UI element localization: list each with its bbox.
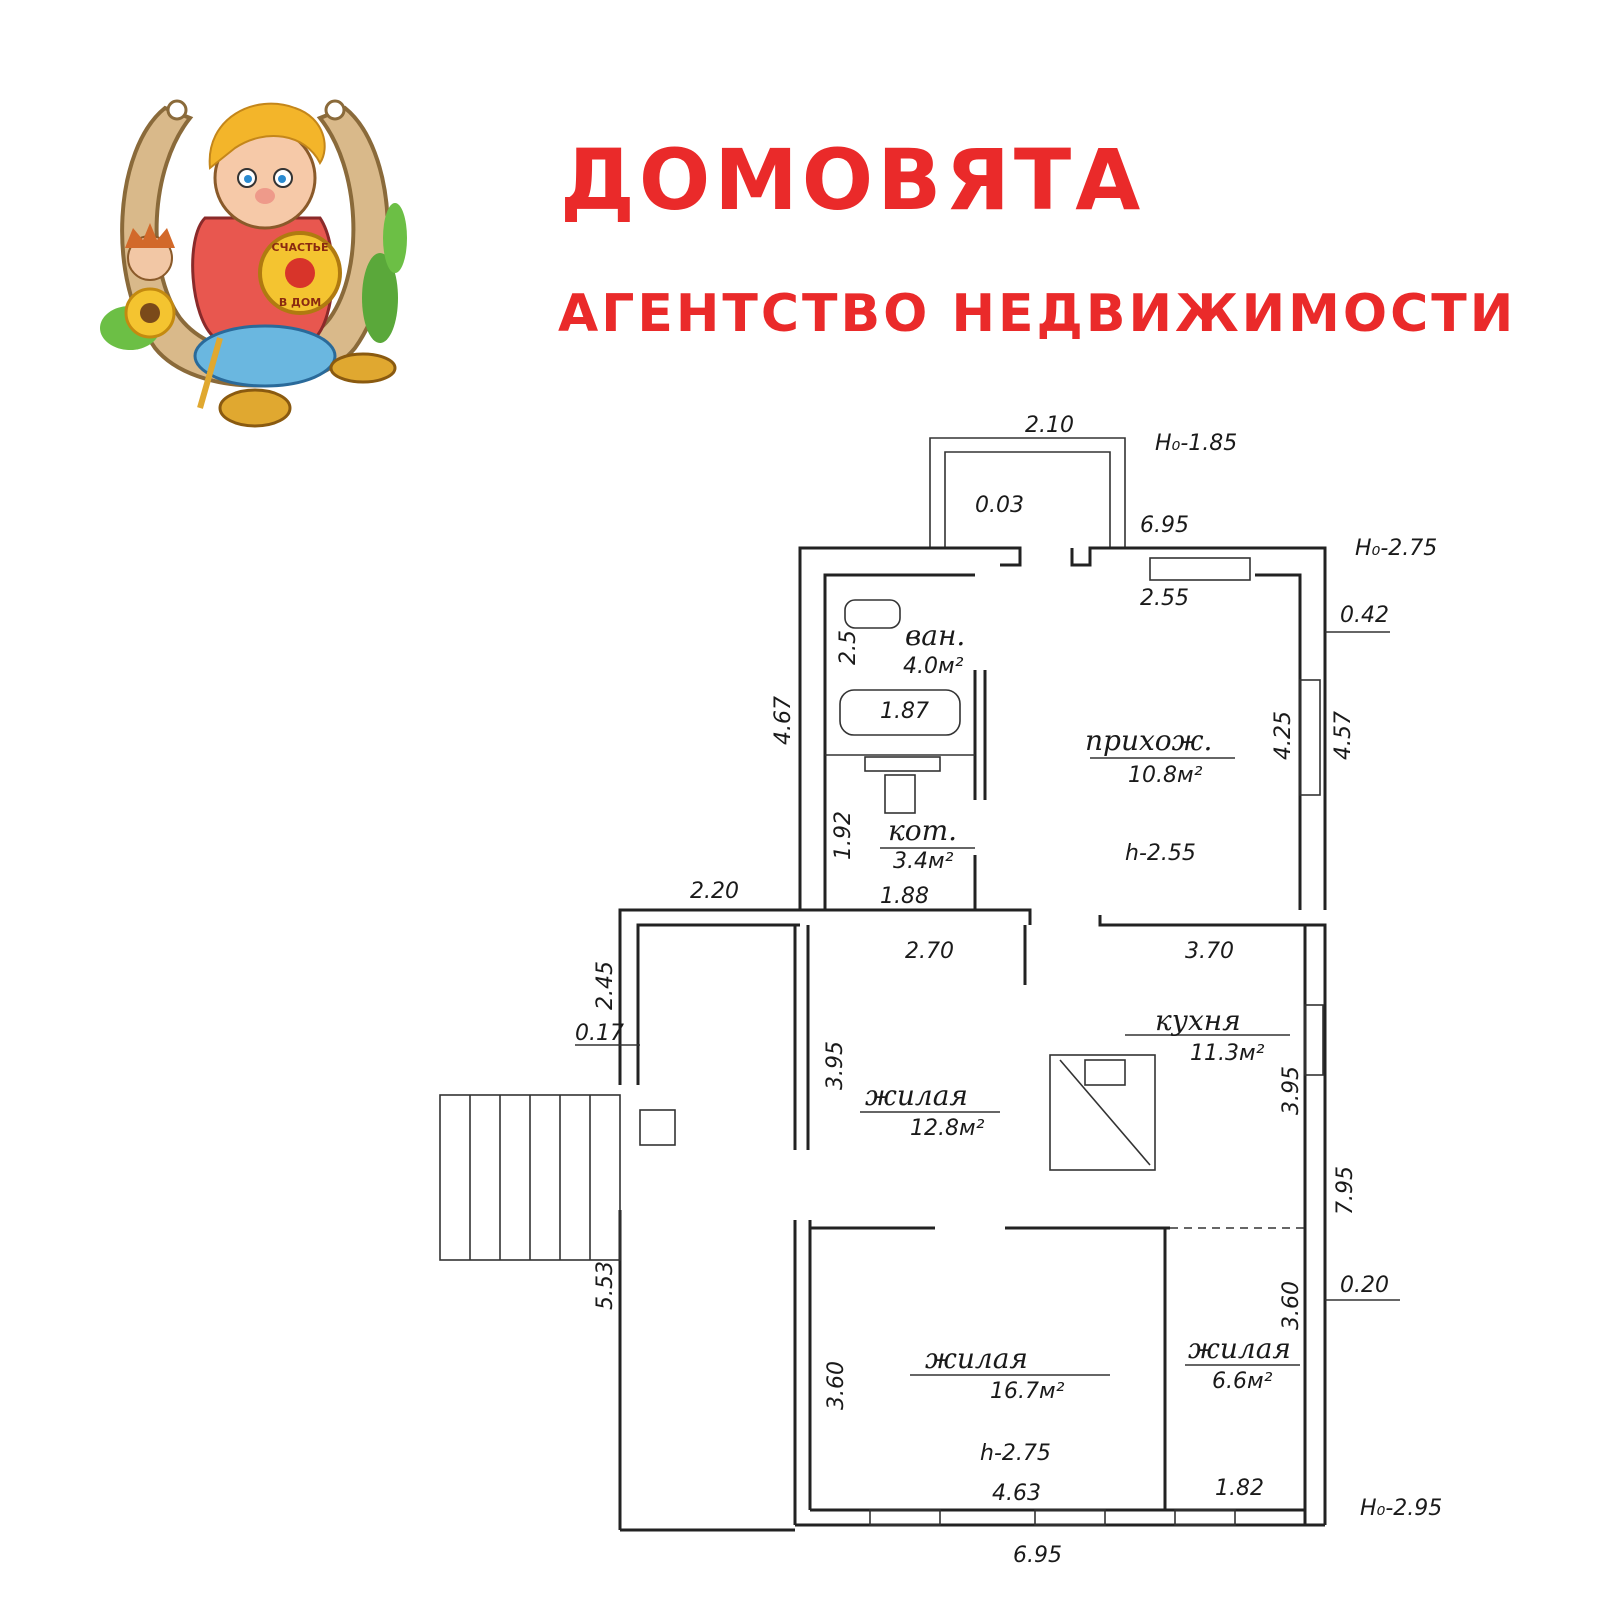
dim-kitchen-top: 3.70 — [1185, 939, 1234, 964]
dim-living2-height: 3.60 — [824, 1361, 849, 1410]
character-pupil — [278, 175, 286, 183]
wall-top-left — [798, 546, 1022, 910]
veranda-stove — [639, 1109, 676, 1146]
toilet-icon — [844, 599, 901, 629]
dim-left-wing-height: 2.45 — [593, 961, 618, 1010]
small-character-hair — [125, 223, 175, 248]
room-area-living1: 12.8м² — [910, 1116, 985, 1141]
dim-wall-017: 0.17 — [575, 1021, 624, 1046]
agency-logo: СЧАСТЬЕ В ДОМ — [100, 99, 407, 428]
room-height-living2: h-2.75 — [980, 1441, 1051, 1466]
room-area-bath: 4.0м² — [903, 654, 964, 679]
window-bottom — [1034, 1509, 1106, 1526]
character-pupil — [244, 175, 252, 183]
dim-bath-width: 1.87 — [880, 699, 929, 724]
dim-wall-020: 0.20 — [1340, 1273, 1389, 1298]
wall-mid-inner — [636, 923, 800, 1085]
window-bottom — [869, 1509, 941, 1526]
window-top — [1149, 557, 1251, 581]
boiler-icon — [884, 774, 916, 814]
dim-living1-height: 3.95 — [823, 1041, 848, 1090]
horseshoe-hole — [324, 99, 346, 121]
dim-ho-top: H₀-1.85 — [1155, 431, 1237, 456]
room-height-hall: h-2.55 — [1125, 841, 1196, 866]
brand-title: ДОМОВЯТА — [560, 131, 1145, 229]
room-name-boiler: кот. — [888, 814, 957, 847]
room-area-hall: 10.8м² — [1128, 763, 1203, 788]
coin-center — [285, 258, 315, 288]
horseshoe-hole — [166, 99, 188, 121]
wall-mid-right — [1098, 915, 1327, 1525]
dim-bath-height: 2.5 — [836, 630, 861, 665]
brand-subtitle: АГЕНТСТВО НЕДВИЖИМОСТИ — [558, 284, 1517, 344]
character-hair — [208, 102, 326, 170]
dim-living3-width: 1.82 — [1215, 1476, 1264, 1501]
wall-top-right — [1070, 546, 1327, 910]
logo-text-bottom: В ДОМ — [279, 296, 321, 309]
dim-living2-width: 4.63 — [992, 1481, 1041, 1506]
window-right-top — [1299, 679, 1321, 796]
room-area-boiler: 3.4м² — [893, 849, 954, 874]
character-nose — [255, 188, 275, 204]
dim-right-lower-height: 7.95 — [1333, 1166, 1358, 1215]
leaf-shape — [383, 203, 407, 273]
window-bottom — [1174, 1509, 1236, 1526]
key-icon — [197, 337, 223, 409]
dim-right-outer-height: 4.57 — [1331, 711, 1356, 760]
dim-hall-height: 4.25 — [1271, 711, 1296, 760]
room-area-living3: 6.6м² — [1212, 1369, 1273, 1394]
logo-text-top: СЧАСТЬЕ — [272, 241, 329, 254]
dim-living1-top: 2.70 — [905, 939, 954, 964]
stove-top — [1084, 1059, 1126, 1086]
porch-inner — [944, 451, 1111, 548]
porch-outline — [929, 437, 1126, 548]
dim-left-veranda-height: 5.53 — [593, 1261, 618, 1310]
wall-top-inner-left — [823, 573, 975, 910]
room-name-hall: прихож. — [1085, 724, 1212, 757]
dim-bottom-width: 6.95 — [1013, 1543, 1062, 1568]
character-shoe — [218, 388, 292, 428]
dim-kitchen-height: 3.95 — [1279, 1066, 1304, 1115]
dim-boiler-width: 1.88 — [880, 884, 929, 909]
dim-porch-side: 0.03 — [975, 493, 1024, 518]
room-name-living2: жилая — [925, 1342, 1028, 1375]
dim-left-top-height: 4.67 — [771, 696, 796, 745]
dim-top-right-width: 6.95 — [1140, 513, 1189, 538]
bathtub-icon — [839, 689, 961, 736]
room-name-bath: ван. — [905, 619, 965, 652]
room-area-living2: 16.7м² — [990, 1379, 1065, 1404]
room-area-kitchen: 11.3м² — [1190, 1041, 1265, 1066]
room-name-living1: жилая — [865, 1079, 968, 1112]
character-pants — [193, 324, 337, 388]
window-kitchen — [1304, 1004, 1324, 1076]
room-name-kitchen: кухня — [1155, 1004, 1241, 1037]
wall-mid — [618, 908, 1032, 1085]
dim-wall-042: 0.42 — [1340, 603, 1389, 628]
dim-boiler-height: 1.92 — [831, 811, 856, 860]
dim-porch-top: 2.10 — [1025, 413, 1074, 438]
wall-top-inner-right — [1255, 573, 1302, 910]
stove-block — [1049, 1054, 1156, 1171]
sink-icon — [864, 756, 941, 772]
dim-hall-top-inner: 2.55 — [1140, 586, 1189, 611]
leaf-shape — [362, 253, 398, 343]
stove-diagonal — [1059, 1059, 1151, 1166]
room-name-living3: жилая — [1188, 1332, 1291, 1365]
dim-ho-bottom: H₀-2.95 — [1360, 1496, 1442, 1521]
sunflower-center — [140, 303, 160, 323]
dim-living3-height: 3.60 — [1279, 1281, 1304, 1330]
dim-left-wing-width: 2.20 — [690, 879, 739, 904]
character-shoe — [329, 352, 397, 384]
dim-ho-right-top: H₀-2.75 — [1355, 536, 1437, 561]
